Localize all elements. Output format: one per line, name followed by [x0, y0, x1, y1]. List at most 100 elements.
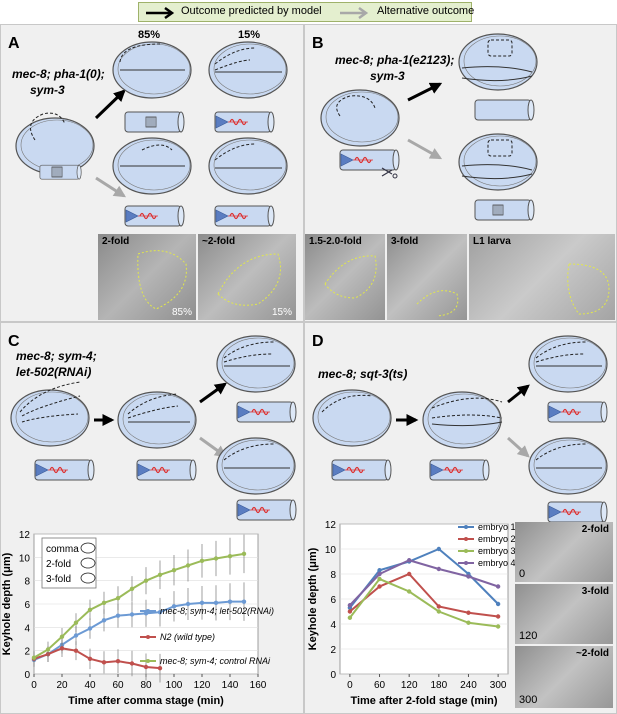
y-tick-label: 10: [19, 553, 31, 564]
micrograph-outline: [217, 253, 281, 306]
panel-a-pct-left: 85%: [138, 29, 160, 41]
micrograph-b-3-fold: 3-fold: [387, 234, 467, 320]
y-tick-label: 0: [24, 670, 30, 681]
legend-label: mec-8; sym-4; control RNAi: [160, 656, 271, 666]
data-point: [73, 633, 79, 638]
series-line: [349, 577, 499, 628]
data-point: [199, 600, 205, 606]
data-point: [347, 609, 353, 614]
data-point: [406, 571, 412, 577]
y-tick-label: 6: [330, 595, 336, 606]
panel-a-letter: A: [8, 35, 20, 52]
micrograph-b-1-5-2-fold: 1.5-2.0-fold: [305, 234, 385, 320]
alternative-outcome-label: Alternative outcome: [377, 5, 475, 17]
legend-label: embryo 3: [478, 546, 516, 556]
legend-marker: [146, 659, 150, 663]
panel-c-letter: C: [8, 333, 20, 350]
data-point: [157, 665, 163, 671]
micrograph-label: ~2-fold: [575, 648, 609, 659]
y-tick-label: 4: [330, 620, 336, 631]
y-tick-label: 4: [24, 623, 30, 634]
outcome-legend: Outcome predicted by model Alternative o…: [138, 2, 475, 22]
x-tick-label: 0: [31, 680, 37, 691]
data-point: [466, 574, 471, 579]
x-tick-label: 100: [166, 680, 183, 691]
data-point: [59, 634, 65, 639]
data-point: [436, 566, 442, 572]
data-point: [406, 558, 412, 563]
series-line: [33, 600, 244, 661]
y-tick-label: 10: [325, 545, 337, 556]
micrograph-b-l1-larva: L1 larva: [469, 234, 615, 320]
stage-legend-label: comma: [46, 544, 79, 555]
stage-legend-icon: [80, 542, 96, 554]
data-point: [115, 658, 121, 664]
data-point: [87, 626, 93, 631]
y-tick-label: 12: [19, 530, 31, 541]
stage-legend-label: 3-fold: [46, 574, 71, 585]
data-point: [129, 586, 135, 592]
micrograph-label: 3-fold: [581, 586, 609, 597]
y-tick-label: 12: [325, 520, 337, 531]
legend-marker: [464, 549, 468, 553]
x-tick-label: 300: [490, 680, 507, 691]
data-point: [129, 612, 135, 617]
panel-a-pct-right: 15%: [238, 29, 260, 41]
x-tick-label: 60: [112, 680, 124, 691]
micrograph-label: 3-fold: [391, 236, 419, 247]
data-point: [495, 584, 501, 589]
legend-label: embryo 4: [478, 558, 516, 568]
legend-label: embryo 1: [478, 522, 516, 532]
legend-marker: [146, 609, 150, 613]
x-tick-label: 120: [401, 680, 418, 691]
panel-b-letter: B: [312, 35, 324, 52]
y-axis-title: Keyhole depth (μm): [1, 552, 13, 655]
micrograph-time: 300: [519, 694, 538, 706]
y-tick-label: 8: [330, 570, 336, 581]
x-tick-label: 80: [140, 680, 152, 691]
y-tick-label: 0: [330, 670, 336, 681]
micrograph-label: 2-fold: [102, 236, 130, 247]
legend-label: N2 (wild type): [160, 632, 215, 642]
panel-a-diagram: [15, 41, 288, 227]
panel-d-diagram: [312, 335, 608, 523]
panel-a-genotype-line2: sym-3: [30, 83, 65, 97]
data-point: [87, 656, 93, 662]
data-point: [213, 600, 219, 606]
micrograph-label: 1.5-2.0-fold: [309, 236, 362, 247]
data-point: [115, 613, 121, 618]
series-line: [349, 572, 499, 618]
x-tick-label: 20: [56, 680, 68, 691]
data-point: [495, 624, 501, 629]
data-point: [227, 553, 233, 559]
y-tick-label: 6: [24, 600, 30, 611]
panel-b-diagram: [320, 33, 538, 221]
x-tick-label: 180: [430, 680, 447, 691]
y-tick-label: 8: [24, 577, 30, 588]
data-point: [87, 607, 93, 613]
y-tick-label: 2: [24, 647, 30, 658]
data-point: [143, 664, 149, 670]
data-point: [115, 595, 121, 601]
alternative-arrow-icon: [340, 7, 369, 19]
micrograph-a-approx-2fold: ~2-fold 15%: [198, 234, 296, 320]
x-axis-title: Time after comma stage (min): [68, 695, 224, 707]
data-point: [157, 609, 163, 615]
data-point: [185, 601, 191, 607]
predicted-arrow-icon: [146, 7, 175, 19]
data-point: [377, 568, 382, 573]
data-point: [406, 589, 412, 594]
data-point: [45, 647, 51, 652]
data-point: [347, 615, 353, 620]
legend-marker: [464, 525, 468, 529]
data-point: [495, 614, 501, 619]
data-point: [241, 599, 247, 604]
micrograph-time: 0: [519, 568, 526, 580]
data-point: [377, 571, 382, 577]
micrograph-a-2fold: 2-fold 85%: [98, 234, 196, 320]
stage-legend-label: 2-fold: [46, 559, 71, 570]
micrograph-outline: [137, 250, 187, 310]
data-point: [157, 572, 163, 578]
y-axis-title: Keyhole depth (μm): [307, 547, 319, 650]
